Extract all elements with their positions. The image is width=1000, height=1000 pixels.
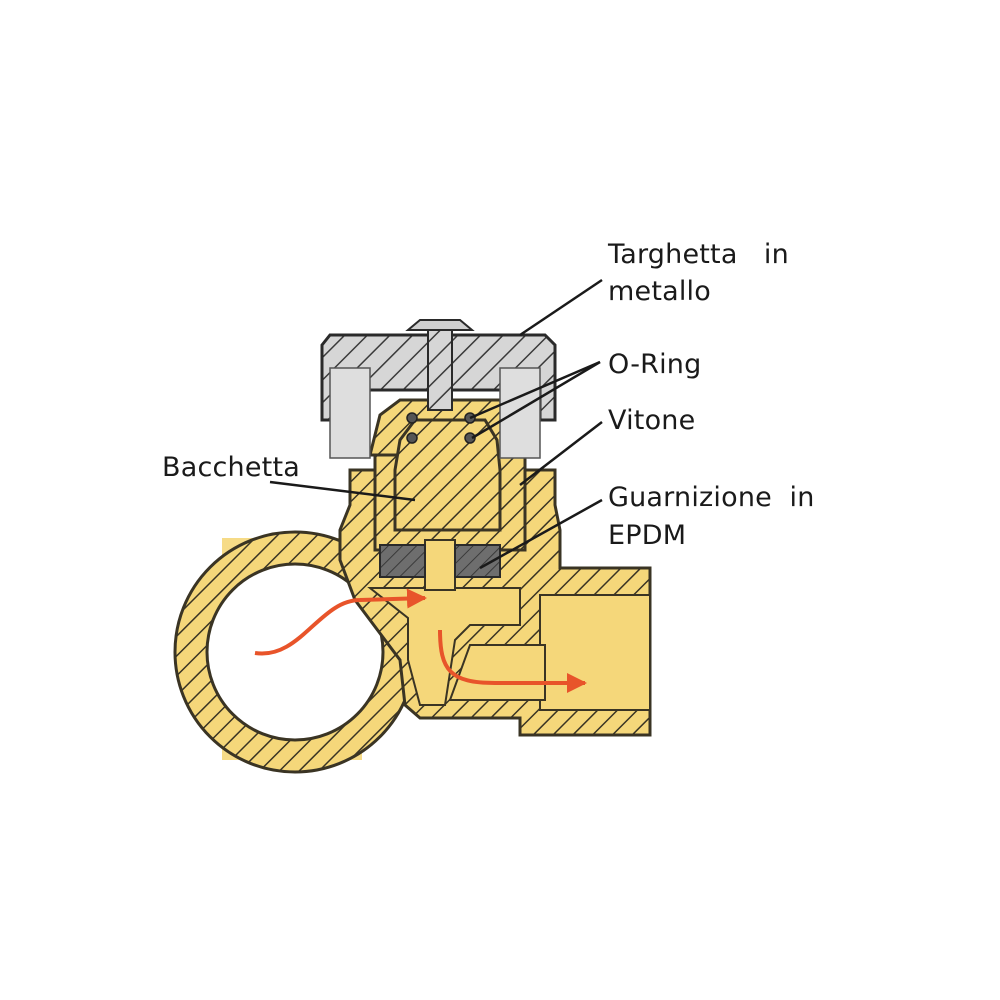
leader-bacchetta: [269, 480, 416, 502]
spindle: [393, 418, 502, 591]
leader-oring-2: [471, 360, 601, 440]
o-rings: [406, 412, 476, 444]
leader-guarnizione: [479, 498, 603, 570]
label-bacchetta: Bacchetta: [162, 452, 300, 483]
leader-lines: [269, 278, 603, 570]
leader-targhetta: [519, 278, 603, 337]
label-guarnizione-line2: EPDM: [608, 520, 687, 551]
label-targhetta-line2: metallo: [608, 276, 711, 307]
cap: [320, 319, 557, 459]
label-vitone: Vitone: [608, 405, 696, 436]
label-guarnizione-line1: Guarnizione in: [608, 482, 815, 513]
leader-oring-1: [469, 360, 601, 420]
label-oring: O-Ring: [608, 349, 702, 380]
label-targhetta-line1: Targhetta in: [608, 239, 789, 270]
leader-vitone: [519, 421, 603, 486]
flow-arrows: [254, 588, 587, 693]
